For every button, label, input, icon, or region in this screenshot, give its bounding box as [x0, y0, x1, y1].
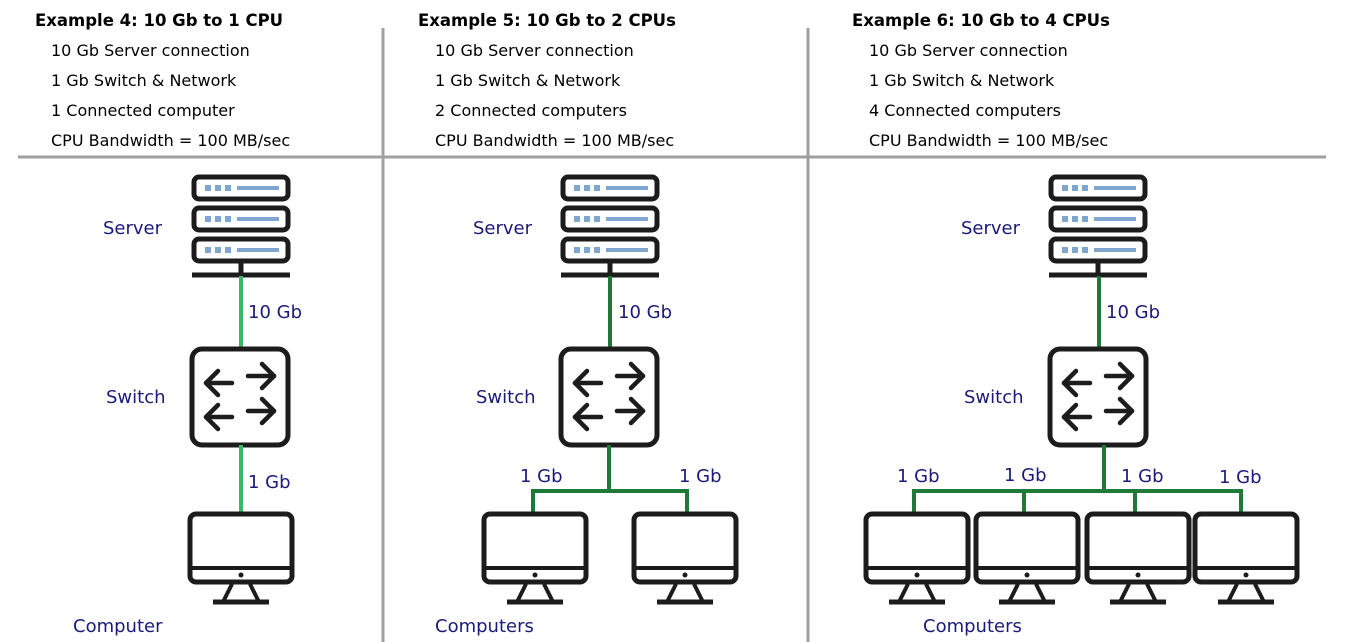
- computer-label: Computers: [923, 616, 1022, 637]
- example-title: Example 5: 10 Gb to 2 CPUs: [418, 11, 676, 30]
- uplink-speed-label: 10 Gb: [1106, 302, 1160, 323]
- spec-line: 1 Connected computer: [51, 101, 235, 120]
- desktop-monitor-icon: [866, 514, 968, 602]
- downlink-speed-label: 1 Gb: [520, 466, 563, 487]
- downlink-speed-label: 1 Gb: [679, 466, 722, 487]
- network-switch-icon: [561, 349, 657, 445]
- spec-line: 10 Gb Server connection: [51, 41, 250, 60]
- downlink-speed-label: 1 Gb: [1121, 466, 1164, 487]
- server-label: Server: [961, 218, 1021, 239]
- spec-line: 2 Connected computers: [435, 101, 627, 120]
- network-switch-icon: [1050, 349, 1146, 445]
- computer-label: Computer: [73, 616, 163, 637]
- desktop-monitor-icon: [1195, 514, 1297, 602]
- server-rack-icon: [561, 177, 659, 275]
- downlink-speed-label: 1 Gb: [1219, 467, 1262, 488]
- downlink-tree: [912, 445, 1243, 512]
- downlink-speed-label: 1 Gb: [897, 466, 940, 487]
- desktop-monitor-icon: [634, 514, 736, 602]
- computer-label: Computers: [435, 616, 534, 637]
- desktop-monitor-icon: [1087, 514, 1189, 602]
- switch-label: Switch: [964, 387, 1024, 408]
- switch-label: Switch: [106, 387, 166, 408]
- uplink-speed-label: 10 Gb: [618, 302, 672, 323]
- spec-line: CPU Bandwidth = 100 MB/sec: [51, 131, 290, 150]
- downlink-speed-label: 1 Gb: [248, 472, 291, 493]
- spec-line: 4 Connected computers: [869, 101, 1061, 120]
- server-rack-icon: [192, 177, 290, 275]
- desktop-monitor-icon: [484, 514, 586, 602]
- switch-label: Switch: [476, 387, 536, 408]
- network-switch-icon: [192, 349, 288, 445]
- spec-line: 1 Gb Switch & Network: [869, 71, 1055, 90]
- server-label: Server: [103, 218, 163, 239]
- example-title: Example 4: 10 Gb to 1 CPU: [35, 11, 283, 30]
- spec-line: CPU Bandwidth = 100 MB/sec: [869, 131, 1108, 150]
- spec-line: 10 Gb Server connection: [869, 41, 1068, 60]
- server-label: Server: [473, 218, 533, 239]
- example-title: Example 6: 10 Gb to 4 CPUs: [852, 11, 1110, 30]
- spec-line: CPU Bandwidth = 100 MB/sec: [435, 131, 674, 150]
- spec-line: 10 Gb Server connection: [435, 41, 634, 60]
- spec-line: 1 Gb Switch & Network: [435, 71, 621, 90]
- downlink-speed-label: 1 Gb: [1004, 465, 1047, 486]
- uplink-speed-label: 10 Gb: [248, 302, 302, 323]
- desktop-monitor-icon: [976, 514, 1078, 602]
- server-rack-icon: [1049, 177, 1147, 275]
- example-6-panel: Example 6: 10 Gb to 4 CPUs 10 Gb Server …: [852, 11, 1297, 637]
- desktop-monitor-icon: [190, 514, 292, 602]
- example-5-panel: Example 5: 10 Gb to 2 CPUs 10 Gb Server …: [418, 11, 736, 637]
- downlink-tree: [531, 445, 689, 512]
- example-4-panel: Example 4: 10 Gb to 1 CPU 10 Gb Server c…: [35, 11, 302, 637]
- spec-line: 1 Gb Switch & Network: [51, 71, 237, 90]
